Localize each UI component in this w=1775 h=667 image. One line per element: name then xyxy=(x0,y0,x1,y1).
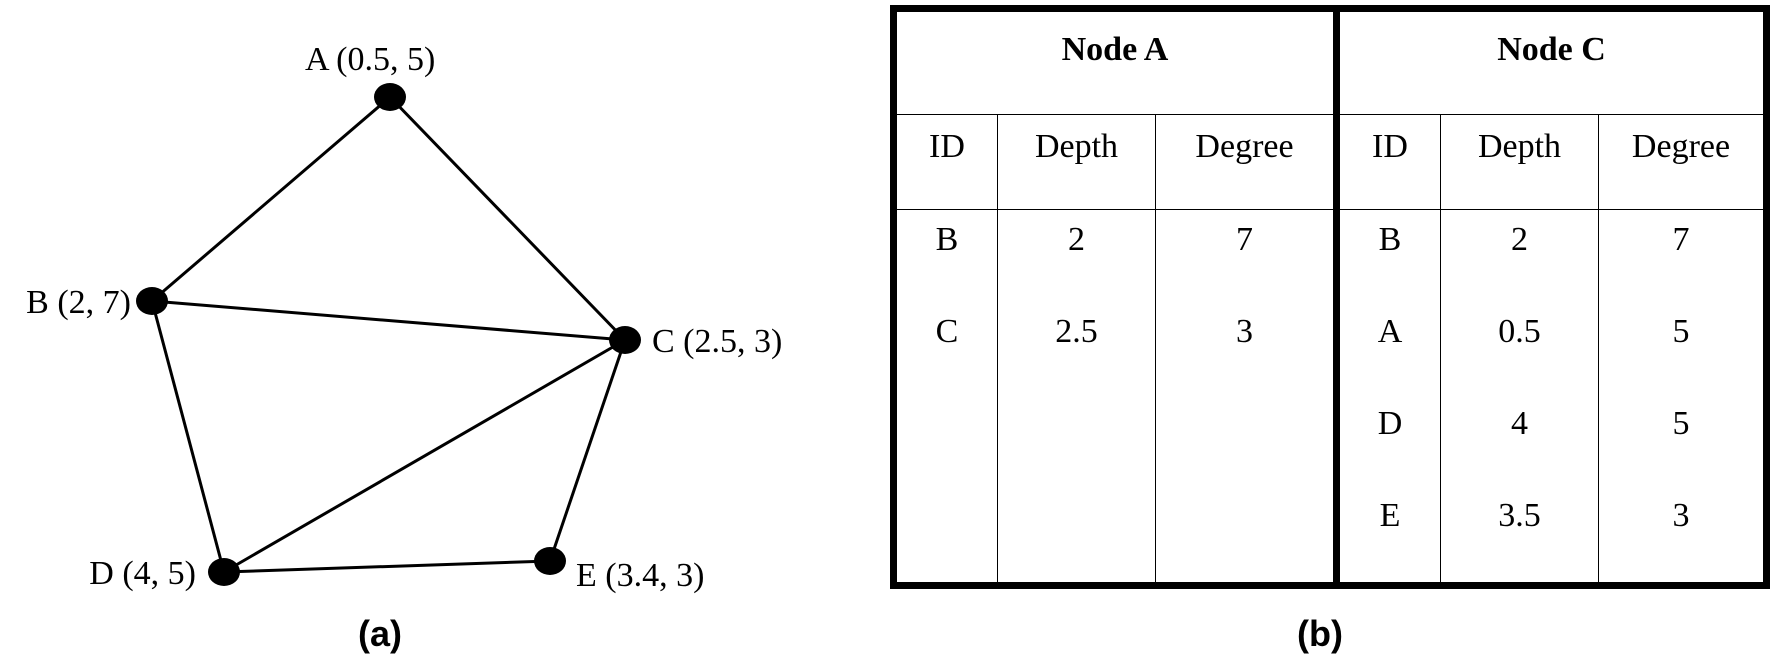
node-a-id-header: ID xyxy=(929,128,965,165)
graph-labels: A (0.5, 5) B (2, 7) C (2.5, 3) D (4, 5) E (3… xyxy=(26,41,782,594)
graph-node-c xyxy=(609,326,641,354)
node-c-id-column: B A D E xyxy=(1340,210,1440,582)
node-a-body: B C 2 2.5 7 3 xyxy=(897,210,1333,582)
graph-edge-c-d xyxy=(223,338,626,574)
table-cell: 2 xyxy=(1068,221,1085,258)
graph-node-b xyxy=(136,287,168,315)
graph-edge-c-e xyxy=(548,339,627,562)
graph-diagram: A (0.5, 5) B (2, 7) C (2.5, 3) D (4, 5) E (3… xyxy=(26,41,782,594)
node-c-degree-column: 7 5 5 3 xyxy=(1598,210,1763,582)
graph-node-label-b: B (2, 7) xyxy=(26,284,131,321)
graph-node-label-a: A (0.5, 5) xyxy=(305,41,435,78)
table-cell: 3.5 xyxy=(1498,497,1541,534)
table-cell: B xyxy=(935,221,959,258)
graph-edge-b-c xyxy=(151,299,626,342)
node-c-id-header: ID xyxy=(1372,128,1408,165)
table-cell: 3 xyxy=(1672,497,1690,534)
table-cell: 7 xyxy=(1672,221,1690,258)
node-c-depth-header: Depth xyxy=(1440,115,1598,209)
table-cell: 3 xyxy=(1236,313,1253,350)
node-a-title: Node A xyxy=(897,12,1333,115)
graph-node-label-e: E (3.4, 3) xyxy=(576,557,704,594)
node-a-depth-column: 2 2.5 xyxy=(997,210,1155,582)
node-a-id-column: B C xyxy=(897,210,997,582)
node-c-title: Node C xyxy=(1340,12,1763,115)
node-a-degree-header: Degree xyxy=(1155,115,1333,209)
node-c-header-row: ID Depth Degree xyxy=(1340,115,1763,210)
table-cell: B xyxy=(1378,221,1402,258)
graph-node-d xyxy=(208,558,240,586)
panel-a-caption: (a) xyxy=(358,613,402,654)
graph-edges xyxy=(150,95,627,574)
table-cell: E xyxy=(1379,497,1401,534)
node-tables: Node A ID Depth Degree B C 2 2.5 7 3 Nod… xyxy=(890,5,1770,589)
node-a-header-row: ID Depth Degree xyxy=(897,115,1333,210)
graph-edge-b-d xyxy=(150,300,226,573)
node-c-depth-column: 2 0.5 4 3.5 xyxy=(1440,210,1598,582)
node-c-degree-header: Degree xyxy=(1598,115,1763,209)
table-cell: 0.5 xyxy=(1498,313,1541,350)
table-cell: 5 xyxy=(1672,405,1690,442)
graph-node-a xyxy=(374,83,406,111)
graph-edge-d-e xyxy=(223,559,551,574)
graph-nodes xyxy=(136,83,641,586)
graph-edge-a-c xyxy=(388,95,627,342)
node-a-depth-header: Depth xyxy=(997,115,1155,209)
graph-node-label-c: C (2.5, 3) xyxy=(652,323,782,360)
graph-node-e xyxy=(534,547,566,575)
node-c-table: Node C ID Depth Degree B A D E 2 0.5 4 3… xyxy=(1333,12,1763,582)
table-cell: 7 xyxy=(1236,221,1253,258)
table-cell: 2.5 xyxy=(1055,313,1098,350)
graph-node-label-d: D (4, 5) xyxy=(89,555,196,592)
node-c-body: B A D E 2 0.5 4 3.5 7 5 5 3 xyxy=(1340,210,1763,582)
graph-edge-a-b xyxy=(151,95,391,303)
panel-b-caption: (b) xyxy=(1297,613,1343,654)
node-a-table: Node A ID Depth Degree B C 2 2.5 7 3 xyxy=(897,12,1333,582)
table-cell: 5 xyxy=(1672,313,1690,350)
table-cell: D xyxy=(1377,405,1403,442)
table-cell: A xyxy=(1377,313,1403,350)
table-cell: C xyxy=(935,313,959,350)
table-cell: 4 xyxy=(1511,405,1528,442)
table-cell: 2 xyxy=(1511,221,1528,258)
node-a-degree-column: 7 3 xyxy=(1155,210,1333,582)
